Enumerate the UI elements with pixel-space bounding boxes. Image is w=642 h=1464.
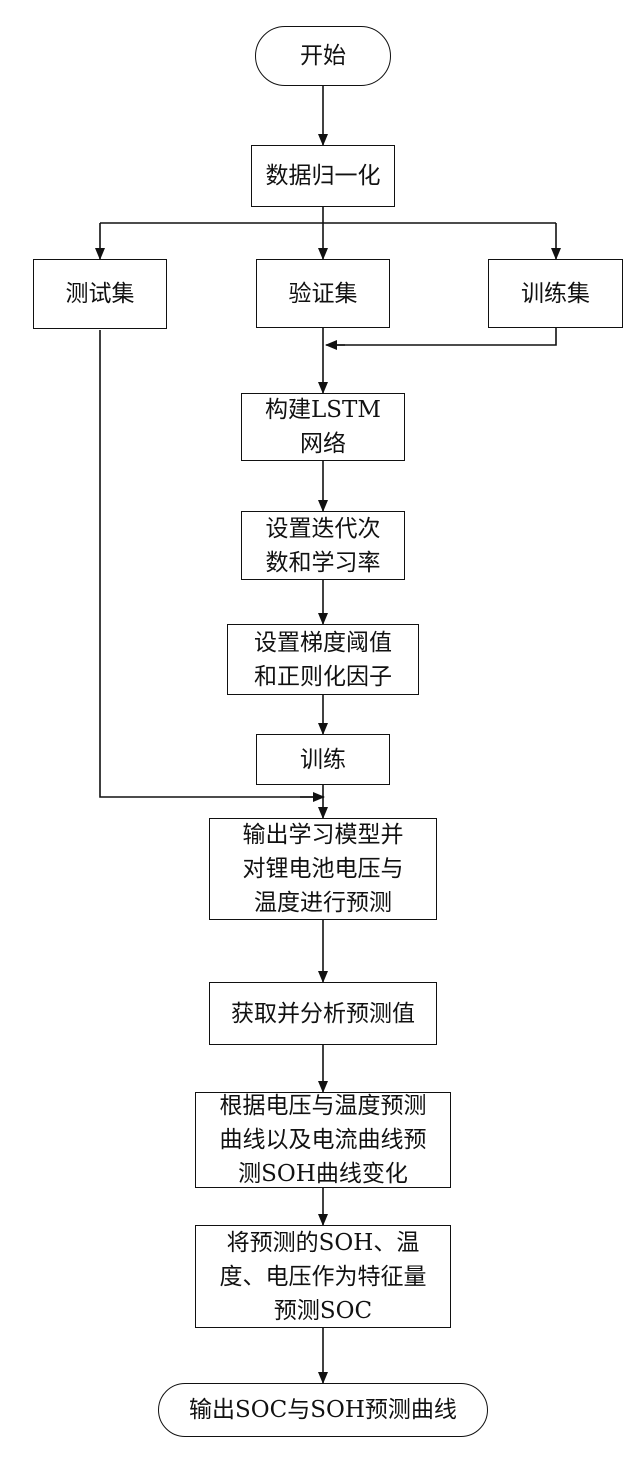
node-label: 输出SOC与SOH预测曲线	[189, 1393, 457, 1427]
node-label-line: 训练	[300, 746, 346, 773]
node-label-line: 构建LSTM	[265, 397, 381, 423]
node-label-line: 训练集	[521, 280, 590, 307]
node-label-line: 设置迭代次	[265, 515, 381, 542]
line-train-set-merge	[331, 328, 557, 346]
node-label-line: 输出学习模型并	[242, 822, 404, 848]
node-label-line: 预测SOC	[273, 1297, 373, 1324]
node-label-line: 开始	[300, 43, 346, 69]
node-label-line: 数和学习率	[265, 549, 381, 576]
node-label-line: 测试集	[65, 281, 135, 307]
set-iteration-node: 设置迭代次数和学习率	[241, 511, 405, 580]
node-label: 将预测的SOH、温度、电压作为特征量预测SOC	[220, 1226, 427, 1328]
node-label-line: 数据归一化	[265, 163, 381, 189]
node-label-line: 对锂电池电压与	[242, 856, 404, 882]
node-label-line: 获取并分析预测值	[231, 1000, 415, 1027]
predict-soh-node: 根据电压与温度预测曲线以及电流曲线预测SOH曲线变化	[195, 1092, 451, 1188]
node-label: 开始	[300, 39, 346, 73]
node-label: 获取并分析预测值	[231, 997, 415, 1031]
set-gradient-node: 设置梯度阈值和正则化因子	[227, 624, 419, 695]
node-label-line: 度、电压作为特征量	[219, 1263, 427, 1290]
node-label-line: 网络	[299, 431, 346, 457]
node-label-line: 测SOH曲线变化	[238, 1161, 408, 1187]
node-label-line: 温度进行预测	[254, 890, 392, 916]
test-set-node: 测试集	[33, 259, 167, 329]
node-label: 根据电压与温度预测曲线以及电流曲线预测SOH曲线变化	[220, 1089, 427, 1191]
val-set-node: 验证集	[256, 259, 390, 328]
train-node: 训练	[256, 734, 390, 785]
node-label-line: 曲线以及电流曲线预	[219, 1127, 427, 1153]
node-label-line: 验证集	[288, 280, 358, 307]
node-label: 训练集	[521, 277, 590, 311]
node-label-line: 将预测的SOH、温	[226, 1229, 420, 1256]
node-label: 设置迭代次数和学习率	[266, 512, 381, 580]
normalize-node: 数据归一化	[251, 145, 395, 207]
line-test-set-bypass	[99, 330, 323, 798]
node-label: 验证集	[289, 277, 358, 311]
train-set-node: 训练集	[488, 259, 623, 328]
node-label: 训练	[300, 743, 346, 777]
node-label: 构建LSTM 网络	[265, 393, 381, 461]
node-label-line: 设置梯度阈值	[254, 629, 392, 656]
node-label: 输出学习模型并对锂电池电压与温度进行预测	[243, 818, 404, 920]
node-label: 数据归一化	[266, 159, 381, 193]
end-node: 输出SOC与SOH预测曲线	[158, 1383, 488, 1437]
get-prediction-node: 获取并分析预测值	[209, 982, 437, 1045]
node-label-line: 根据电压与温度预测	[219, 1093, 427, 1119]
node-label: 测试集	[66, 277, 135, 311]
build-lstm-node: 构建LSTM 网络	[241, 393, 405, 461]
node-label: 设置梯度阈值和正则化因子	[254, 626, 392, 694]
node-label-line: 和正则化因子	[254, 663, 392, 690]
output-model-node: 输出学习模型并对锂电池电压与温度进行预测	[209, 818, 437, 920]
start-node: 开始	[255, 26, 391, 86]
predict-soc-node: 将预测的SOH、温度、电压作为特征量预测SOC	[195, 1225, 451, 1328]
node-label-line: 输出SOC与SOH预测曲线	[189, 1397, 457, 1423]
